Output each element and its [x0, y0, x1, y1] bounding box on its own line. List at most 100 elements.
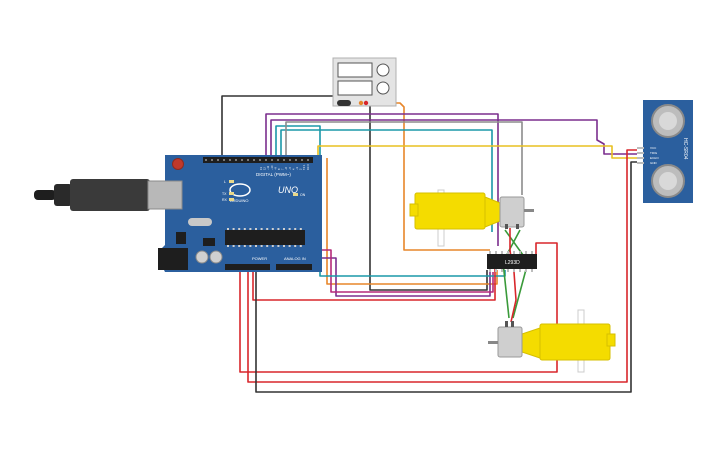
dc-motor-bottom[interactable] [488, 309, 616, 373]
chip-leg [255, 245, 257, 247]
atmega-chip-pins [227, 228, 302, 247]
sensor-pin[interactable] [637, 157, 644, 159]
chip-leg [283, 228, 285, 230]
wire-purple-1[interactable] [265, 113, 499, 246]
sensor-pin-label: VCC [650, 146, 657, 150]
sensor-model-label: HC-SR04 [682, 138, 688, 160]
chip-leg [238, 228, 241, 230]
digital-pin-label: ~6 [284, 166, 288, 170]
digital-pin[interactable] [259, 159, 261, 161]
driver-leg [507, 269, 509, 272]
l293d-driver-chip[interactable]: L293D [487, 251, 537, 272]
motor-bottom-mount [606, 333, 616, 347]
reset-button[interactable] [172, 158, 184, 170]
wire-red-motor-2[interactable] [510, 271, 517, 323]
motor-bottom-can [497, 326, 523, 358]
chip-leg [227, 228, 229, 230]
digital-pin[interactable] [223, 159, 225, 161]
l-label: L [224, 180, 226, 184]
wire-purple-2[interactable] [270, 119, 637, 160]
rx-label: RX [222, 198, 228, 202]
l-led [229, 180, 234, 183]
rx-led [229, 198, 234, 201]
motor-top-terminal-2 [516, 224, 519, 229]
digital-pin-label: ~5 [288, 166, 292, 170]
digital-pin[interactable] [307, 159, 309, 161]
digital-pin-label: 4 [291, 168, 295, 170]
wire-green-1[interactable] [504, 229, 529, 319]
driver-chip-label: L293D [505, 260, 520, 266]
driver-leg [513, 269, 515, 272]
battery-terminal-neg[interactable] [358, 100, 364, 106]
motor-bottom-terminal-2 [511, 321, 514, 327]
motor-top-can [499, 196, 525, 228]
arduino-logo-icon [229, 183, 251, 197]
digital-pin-label: 8 [277, 168, 281, 170]
transducer-bottom-inner [659, 172, 677, 190]
digital-pin[interactable] [205, 159, 207, 161]
maker-label: ARDUINO [230, 198, 248, 203]
on-led [293, 193, 298, 196]
digital-pin[interactable] [211, 159, 213, 161]
transducer-top-inner [659, 112, 677, 130]
motor-top-terminal-1 [505, 224, 508, 229]
digital-pin-label: ~9 [273, 166, 277, 170]
digital-pin[interactable] [217, 159, 219, 161]
digital-pin[interactable] [295, 159, 297, 161]
wire-black-battery-chip[interactable] [369, 105, 488, 291]
motor-top-shaft [524, 209, 534, 212]
battery-switch[interactable] [337, 100, 351, 106]
driver-leg [519, 251, 521, 254]
battery-terminal-pos[interactable] [363, 100, 369, 106]
tx-label: TX [222, 192, 227, 196]
wire-black-battery-top[interactable] [221, 95, 340, 160]
digital-pin[interactable] [241, 159, 243, 161]
power-label: POWER [252, 256, 267, 261]
digital-pin[interactable] [229, 159, 231, 161]
power-jack [158, 248, 188, 270]
wire-red-3[interactable] [239, 242, 558, 373]
chip-leg [299, 245, 302, 247]
driver-leg [519, 269, 521, 272]
chip-leg [238, 245, 241, 247]
analog-label: ANALOG IN [284, 256, 306, 261]
digital-pin[interactable] [253, 159, 255, 161]
driver-leg [513, 251, 515, 254]
driver-chip-pins [489, 251, 533, 272]
sensor-pin-label: ECHO [650, 156, 659, 160]
wire-yellow[interactable] [317, 145, 637, 160]
digital-pin[interactable] [247, 159, 249, 161]
chip-leg [266, 245, 269, 247]
digital-pin[interactable] [277, 159, 279, 161]
wire-black-ground[interactable] [255, 161, 637, 393]
driver-leg [501, 269, 503, 272]
sensor-pin[interactable] [637, 152, 644, 154]
digital-pin-label: ~11 [266, 165, 270, 170]
digital-pin[interactable] [271, 159, 273, 161]
battery-pack[interactable] [332, 57, 397, 107]
digital-pin[interactable] [235, 159, 237, 161]
wire-teal-2[interactable] [280, 129, 493, 232]
digital-pin-label: 13 [259, 167, 263, 170]
wire-gray[interactable] [285, 121, 523, 195]
digital-pin[interactable] [265, 159, 267, 161]
wire-red-2[interactable] [252, 264, 496, 301]
sensor-pin[interactable] [637, 162, 644, 164]
wire-orange-2[interactable] [326, 158, 498, 285]
usb-cable-head [70, 179, 150, 211]
dc-motor-top[interactable] [409, 189, 534, 247]
chip-leg [227, 245, 229, 247]
digital-pin[interactable] [283, 159, 285, 161]
sensor-pin[interactable] [637, 147, 644, 149]
digital-pin[interactable] [289, 159, 291, 161]
battery-knob-2 [376, 81, 390, 95]
digital-pin[interactable] [301, 159, 303, 161]
chip-leg [283, 245, 285, 247]
driver-leg [489, 251, 491, 254]
voltage-regulator [176, 232, 186, 244]
analog-header [276, 264, 312, 270]
wire-red-1[interactable] [247, 149, 637, 383]
